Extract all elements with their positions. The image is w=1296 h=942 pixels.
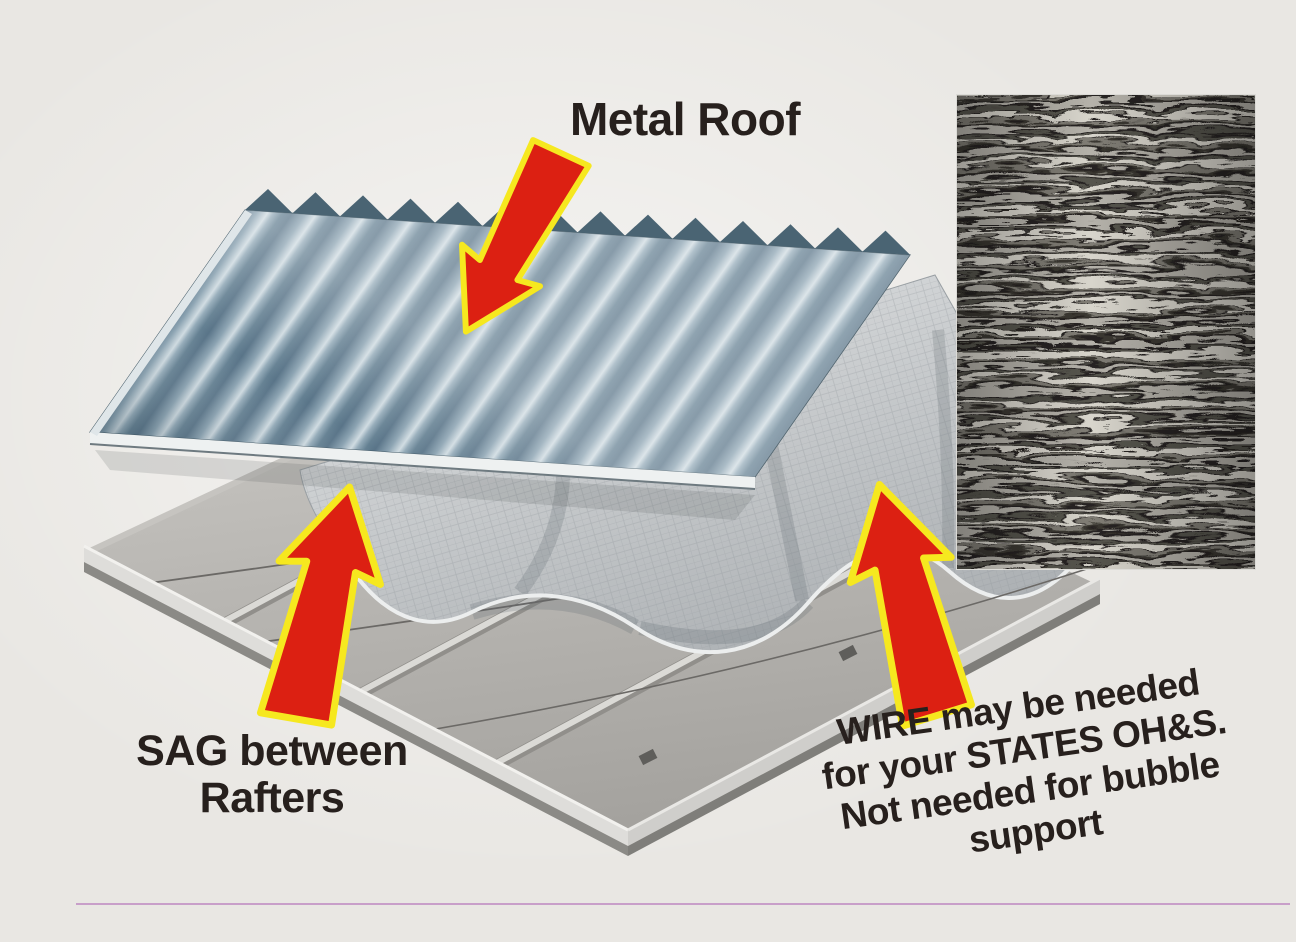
- sheet-shadow: [95, 450, 755, 520]
- sag-label-line1: SAG between: [136, 727, 408, 775]
- front-support-wire: [429, 565, 1097, 731]
- metal-roof-sheet: [89, 189, 911, 490]
- foil-insulation-closeup-photo: [956, 94, 1256, 570]
- frame-perimeter-beams: [83, 544, 1101, 856]
- metal-roof-label: Metal Roof: [569, 93, 801, 145]
- bottom-divider-line: [76, 903, 1290, 905]
- sag-label-line2: Rafters: [199, 774, 345, 823]
- sag-between-rafters-label: SAG between Rafters: [92, 727, 452, 823]
